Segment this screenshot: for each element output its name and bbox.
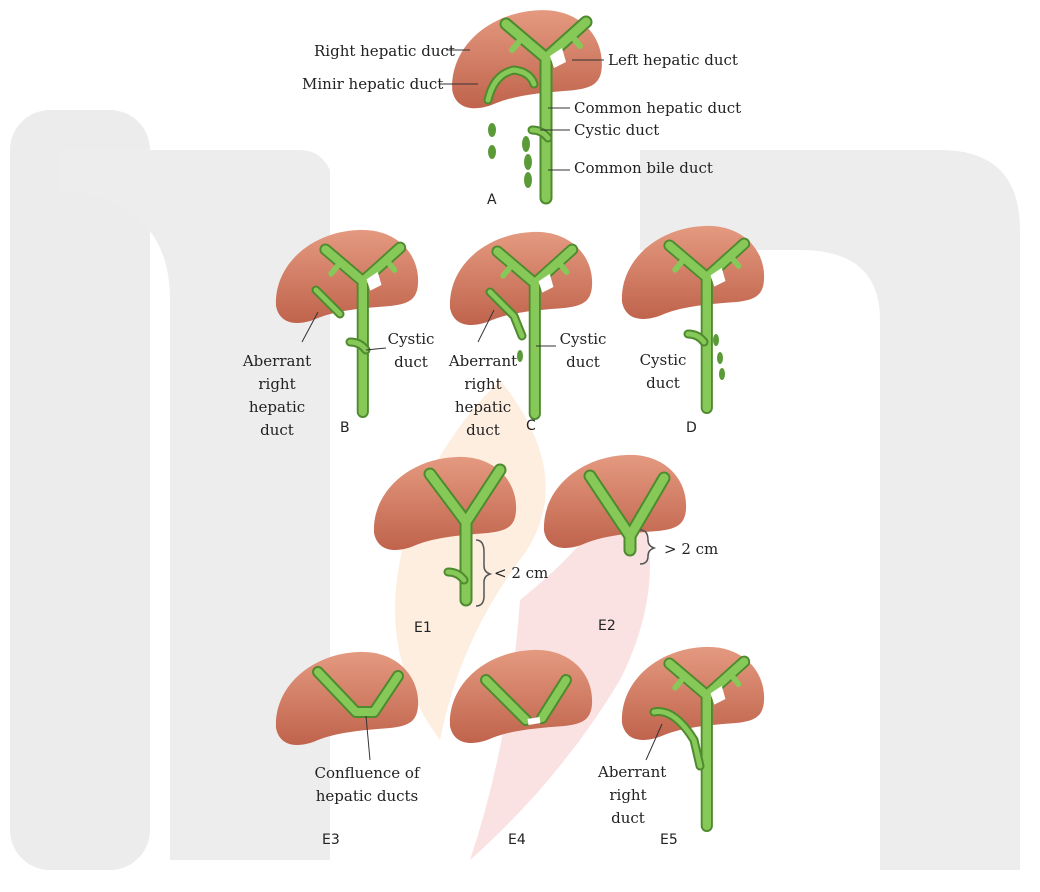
label-less-than-2cm: < 2 cm <box>494 566 548 581</box>
label-cystic-duct-a: Cystic duct <box>574 123 659 138</box>
label-aberrant-right-hepatic-duct-c: Aberrant right hepatic duct <box>446 350 520 442</box>
watermark <box>10 110 1020 870</box>
label-cystic-duct-d: Cystic duct <box>636 349 690 395</box>
cystic-stub-d <box>688 334 704 342</box>
panel-letter-e1: E1 <box>414 620 432 636</box>
label-cystic-duct-b: Cystic duct <box>384 328 438 374</box>
panel-letter-c: C <box>526 418 536 434</box>
watermark-bar-left <box>10 110 150 870</box>
label-minor-hepatic-duct: Minir hepatic duct <box>302 77 443 92</box>
label-left-hepatic-duct: Left hepatic duct <box>608 53 738 68</box>
droplets-a <box>488 123 532 188</box>
label-aberrant-right-hepatic-duct-b: Aberrant right hepatic duct <box>240 350 314 442</box>
panel-letter-e4: E4 <box>508 832 526 848</box>
panel-letter-b: B <box>340 420 350 436</box>
panel-letter-d: D <box>686 420 697 436</box>
panel-letter-e3: E3 <box>322 832 340 848</box>
label-right-hepatic-duct: Right hepatic duct <box>314 44 455 59</box>
label-common-hepatic-duct: Common hepatic duct <box>574 101 741 116</box>
label-common-bile-duct: Common bile duct <box>574 161 713 176</box>
liver-e2 <box>544 455 686 548</box>
panel-letter-e5: E5 <box>660 832 678 848</box>
label-cystic-duct-c: Cystic duct <box>556 328 610 374</box>
label-greater-than-2cm: > 2 cm <box>664 542 718 557</box>
label-aberrant-right-duct-e5: Aberrant right duct <box>598 761 658 830</box>
panel-letter-a: A <box>487 192 497 208</box>
panel-letter-e2: E2 <box>598 618 616 634</box>
label-confluence-of-hepatic-ducts: Confluence of hepatic ducts <box>310 762 424 808</box>
